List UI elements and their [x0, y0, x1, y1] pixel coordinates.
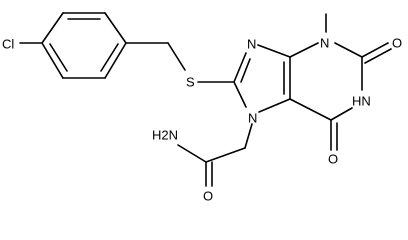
- bond: [177, 144, 207, 163]
- bond: [258, 98, 291, 113]
- bond: [100, 43, 119, 72]
- bond: [41, 42, 64, 79]
- atom-n9-label: N: [247, 37, 256, 52]
- bond: [334, 42, 363, 58]
- bond: [257, 44, 291, 58]
- bond: [240, 58, 251, 83]
- atom-nh2-label: H2N: [152, 128, 178, 143]
- atom-o-amide-label: O: [203, 189, 213, 204]
- bond: [104, 12, 127, 44]
- bond: [49, 43, 68, 72]
- bond: [104, 42, 127, 79]
- bond: [233, 81, 247, 108]
- atom-labels: Cl S N N O HN N O H2N O: [2, 36, 402, 204]
- bond: [41, 12, 64, 44]
- bonds: [19, 12, 392, 187]
- atom-o6-label: O: [328, 152, 338, 167]
- bond: [244, 123, 253, 149]
- atom-n1-label: HN: [352, 94, 371, 109]
- bond: [167, 42, 186, 71]
- bond: [361, 42, 389, 58]
- bond: [289, 98, 332, 121]
- bond: [205, 147, 246, 163]
- bond: [364, 48, 392, 64]
- bond: [289, 42, 319, 58]
- chemical-structure-diagram: Cl S N N O HN N O H2N O: [2, 12, 402, 204]
- atom-s-label: S: [186, 75, 195, 90]
- atom-o2-label: O: [392, 36, 402, 51]
- atom-cl-label: Cl: [2, 37, 14, 52]
- bond: [330, 107, 353, 121]
- atom-n3-label: N: [320, 36, 329, 51]
- atom-n7-label: N: [248, 111, 257, 126]
- bond: [233, 52, 247, 83]
